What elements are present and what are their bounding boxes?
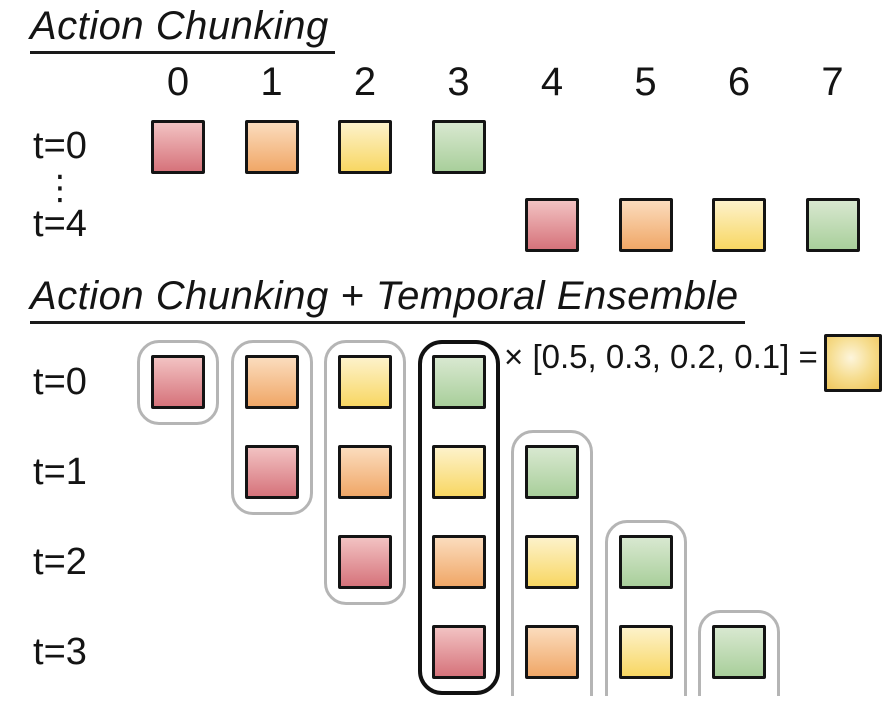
action-square-orange — [244, 120, 299, 174]
action-square-yellow — [338, 355, 392, 409]
action-square-orange — [431, 535, 486, 589]
action-square-orange — [338, 445, 392, 499]
section2-row-label-t=2: t=2 — [33, 541, 87, 583]
action-square-green — [805, 198, 860, 252]
action-square-orange — [618, 198, 673, 252]
action-square-green — [431, 355, 486, 409]
action-square-green — [618, 535, 673, 589]
column-header-4: 4 — [540, 60, 564, 104]
action-square-red — [244, 445, 299, 499]
weighted-average-result-square — [824, 334, 882, 392]
action-square-red — [525, 198, 579, 252]
action-square-yellow — [618, 625, 673, 679]
section2-row-label-t=0: t=0 — [33, 361, 87, 403]
section1-title: Action Chunking — [30, 4, 335, 54]
column-header-1: 1 — [260, 60, 283, 104]
action-square-red — [151, 120, 205, 174]
vertical-ellipsis: ⋮ — [43, 168, 77, 208]
action-square-yellow — [712, 198, 766, 252]
action-square-yellow — [525, 535, 579, 589]
chunk-outline-col1 — [230, 340, 313, 515]
chunk-outline-col4 — [511, 430, 593, 696]
action-square-yellow — [431, 445, 486, 499]
section2-title: Action Chunking + Temporal Ensemble — [30, 274, 745, 324]
column-header-2: 2 — [353, 60, 377, 104]
action-square-red — [151, 355, 205, 409]
chunk-outline-col5 — [604, 520, 687, 696]
section1-row-label-t=0: t=0 — [33, 125, 87, 167]
action-square-green — [525, 445, 579, 499]
action-square-red — [431, 625, 486, 679]
chunk-outline-col6 — [698, 610, 780, 696]
section2-row-label-t=1: t=1 — [33, 451, 87, 493]
chunk-outline-col3-highlighted — [417, 340, 500, 695]
column-header-5: 5 — [634, 60, 657, 104]
ensemble-weights-text: × [0.5, 0.3, 0.2, 0.1] = — [504, 338, 818, 375]
section2-row-label-t=3: t=3 — [33, 631, 87, 673]
section1-row-label-t=4: t=4 — [33, 203, 87, 245]
action-square-yellow — [338, 120, 392, 174]
action-square-orange — [244, 355, 299, 409]
action-square-green — [712, 625, 766, 679]
action-square-orange — [525, 625, 579, 679]
action-square-red — [338, 535, 392, 589]
chunk-outline-col0 — [137, 340, 219, 425]
column-header-0: 0 — [166, 60, 190, 104]
column-header-7: 7 — [821, 60, 844, 104]
column-header-6: 6 — [727, 60, 751, 104]
column-header-3: 3 — [447, 60, 470, 104]
action-square-green — [431, 120, 486, 174]
chunk-outline-col2 — [324, 340, 406, 605]
